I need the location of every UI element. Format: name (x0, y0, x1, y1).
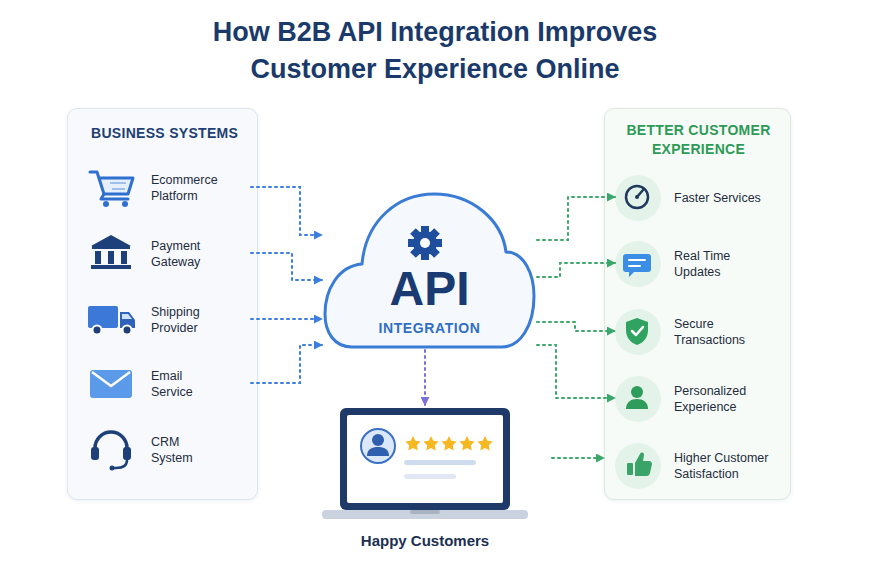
flow-arrow (251, 318, 322, 320)
benefit-item: Faster Services (615, 174, 791, 222)
laptop-display (347, 415, 503, 503)
item-label: Higher Customer Satisfaction (674, 450, 774, 482)
benefit-item: Real Time Updates (615, 240, 791, 288)
flow-arrow (251, 345, 322, 383)
system-item: Email Service (86, 362, 251, 406)
item-label: Real Time Updates (674, 248, 774, 280)
system-item: Shipping Provider (86, 298, 251, 342)
flow-arrow (251, 253, 322, 280)
system-item: CRM System (86, 428, 251, 472)
item-label: Secure Transactions (674, 316, 774, 348)
icon-circle (615, 443, 661, 489)
panel-heading: BETTER CUSTOMER EXPERIENCE (605, 121, 792, 159)
benefit-item: Higher Customer Satisfaction (615, 442, 791, 490)
laptop-screen: Happy Customers (322, 405, 528, 555)
icon-circle (615, 241, 661, 287)
diagram-title: How B2B API Integration Improves Custome… (155, 14, 715, 88)
item-label: Ecommerce Platform (151, 172, 231, 204)
icon-circle (615, 175, 661, 221)
benefits-panel: BETTER CUSTOMER EXPERIENCE Faster Service… (604, 108, 791, 500)
system-item: Payment Gateway (86, 232, 251, 276)
laptop-base (322, 510, 528, 519)
item-label: Faster Services (674, 190, 774, 206)
item-label: Payment Gateway (151, 238, 231, 270)
cloud-subtitle: INTEGRATION (322, 320, 537, 336)
systems-panel: BUSINESS SYSTEMS Ecommerce PlatformPaymen… (67, 108, 258, 500)
dotted-arrow (552, 457, 604, 459)
system-item: Ecommerce Platform (86, 166, 251, 210)
flow-arrow (424, 350, 426, 405)
cloud-title: API (322, 264, 537, 314)
item-label: Email Service (151, 368, 223, 400)
dotted-arrow (552, 458, 604, 459)
laptop-frame (340, 408, 510, 510)
icon-circle (615, 309, 661, 355)
flow-arrow (251, 187, 322, 235)
benefit-item: Personalized Experience (615, 375, 791, 423)
item-label: Personalized Experience (674, 383, 774, 415)
icon-circle (615, 376, 661, 422)
benefit-item: Secure Transactions (615, 308, 791, 356)
item-label: Shipping Provider (151, 304, 231, 336)
laptop-notch (410, 510, 440, 514)
item-label: CRM System (151, 434, 206, 466)
api-cloud: API INTEGRATION (322, 190, 537, 350)
panel-heading: BUSINESS SYSTEMS (91, 124, 256, 142)
laptop-caption: Happy Customers (322, 531, 528, 551)
